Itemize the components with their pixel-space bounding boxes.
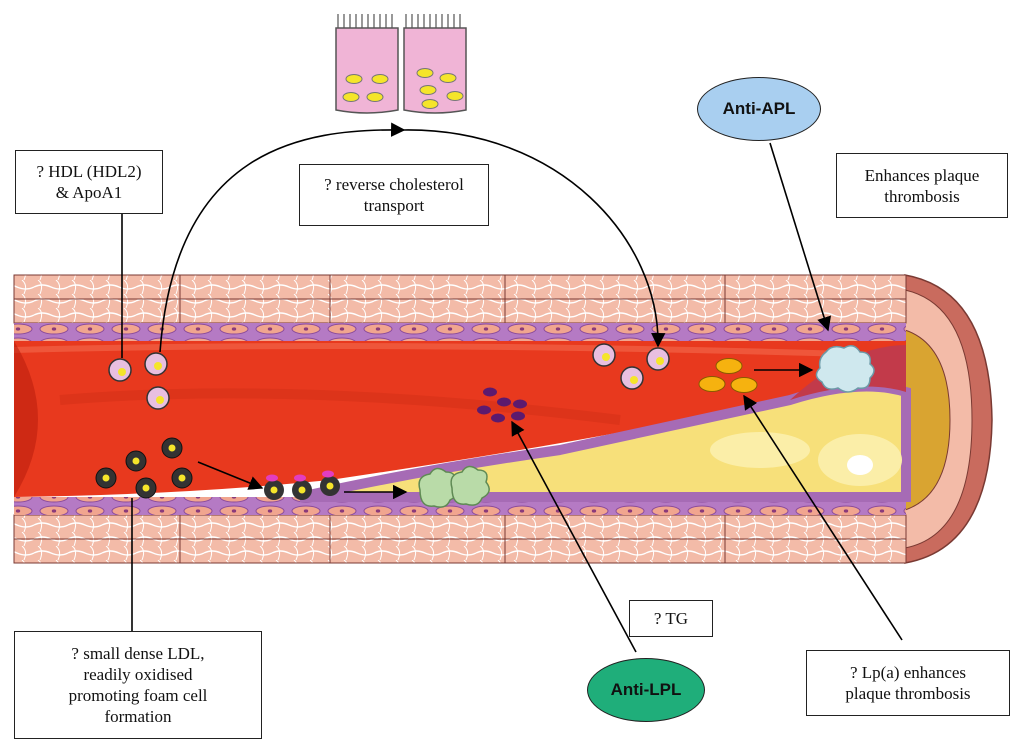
hdl-label: ? HDL (HDL2) & ApoA1	[15, 150, 163, 214]
tg-particle	[483, 388, 497, 397]
lpa-particle	[699, 377, 725, 392]
lipid-droplet	[447, 92, 463, 101]
anti-lpl-badge: Anti-LPL	[587, 658, 705, 722]
tg-particle	[497, 398, 511, 407]
reverse-label-line: transport	[306, 195, 482, 216]
lpa-label: ? Lp(a) enhances plaque thrombosis	[806, 650, 1010, 716]
hdl-particle	[145, 353, 167, 375]
reverse-cholesterol-label: ? reverse cholesterol transport	[299, 164, 489, 226]
lipid-droplet	[343, 93, 359, 102]
lpa-particle	[731, 378, 757, 393]
lpa-label-line: ? Lp(a) enhances	[813, 662, 1003, 683]
enhances-label-line: Enhances plaque	[843, 165, 1001, 186]
lipid-droplet	[367, 93, 383, 102]
hdl-particle	[109, 359, 131, 381]
tg-label: ? TG	[629, 600, 713, 637]
ldl-label-line: formation	[21, 706, 255, 727]
hdl-particle	[593, 344, 615, 366]
lipid-droplet	[420, 86, 436, 95]
ldl-particle	[162, 438, 182, 458]
lpa-label-line: plaque thrombosis	[813, 683, 1003, 704]
lipid-droplet	[346, 75, 362, 84]
intestinal-cells	[336, 14, 466, 113]
tg-label-line: ? TG	[636, 608, 706, 629]
enhances-plaque-label: Enhances plaque thrombosis	[836, 153, 1008, 218]
lipid-droplet	[372, 75, 388, 84]
reverse-label-line: ? reverse cholesterol	[306, 174, 482, 195]
ldl-label-line: readily oxidised	[21, 664, 255, 685]
ldl-particle	[126, 451, 146, 471]
ldl-particle	[96, 468, 116, 488]
intima-top	[14, 323, 906, 341]
tg-particle	[511, 412, 525, 421]
lipid-droplet	[417, 69, 433, 78]
hdl-particle	[647, 348, 669, 370]
anti-apl-badge: Anti-APL	[697, 77, 821, 141]
enhances-label-line: thrombosis	[843, 186, 1001, 207]
tg-particle	[477, 406, 491, 415]
tg-particle	[513, 400, 527, 409]
hdl-label-line: ? HDL (HDL2)	[22, 161, 156, 182]
ldl-particle	[172, 468, 192, 488]
ldl-label-line: promoting foam cell	[21, 685, 255, 706]
thrombus	[816, 346, 874, 392]
ldl-particle	[136, 478, 156, 498]
hdl-particle	[147, 387, 169, 409]
hdl-label-line: & ApoA1	[22, 182, 156, 203]
ldl-label: ? small dense LDL, readily oxidised prom…	[14, 631, 262, 739]
lipid-droplet	[422, 100, 438, 109]
hdl-particle	[621, 367, 643, 389]
ldl-label-line: ? small dense LDL,	[21, 643, 255, 664]
lipid-droplet	[440, 74, 456, 83]
lpa-particle	[716, 359, 742, 374]
tg-particle	[491, 414, 505, 423]
